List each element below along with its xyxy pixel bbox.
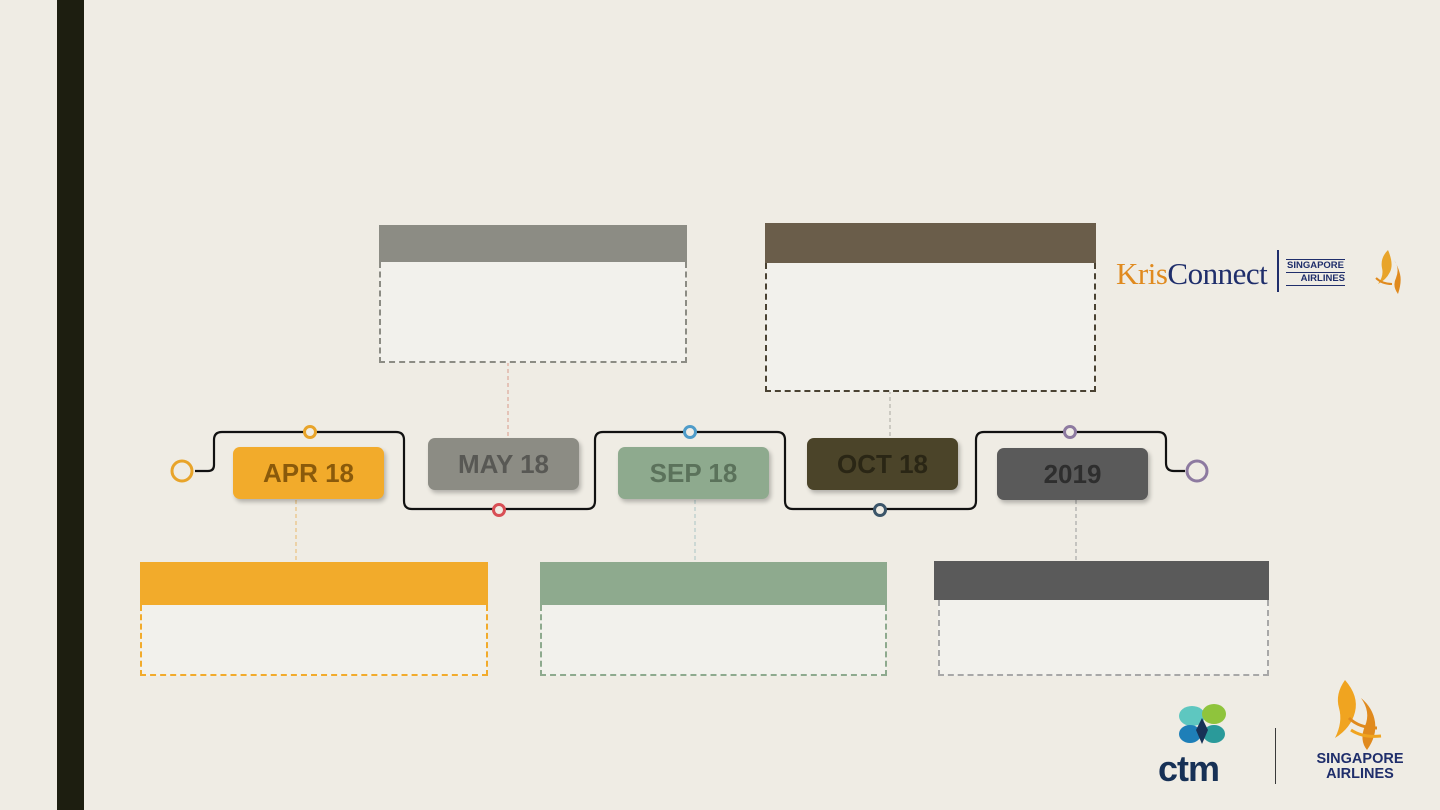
singapore-airlines-logo: SINGAPORE AIRLINES xyxy=(1305,678,1415,788)
callout-header xyxy=(379,225,687,262)
milestone-pill-may18[interactable]: MAY 18 xyxy=(428,438,579,490)
node-dot-may xyxy=(492,503,506,517)
milestone-pill-sep18[interactable]: SEP 18 xyxy=(618,447,769,499)
milestone-label: SEP 18 xyxy=(649,457,738,488)
timeline-start-circle xyxy=(170,459,194,483)
callout-sep18 xyxy=(540,562,887,676)
ctm-wordmark: ctm xyxy=(1158,748,1220,789)
node-dot-2019 xyxy=(1063,425,1077,439)
left-sidebar-bar xyxy=(57,0,84,810)
logo-divider xyxy=(1277,250,1279,292)
milestone-label: 2019 xyxy=(1043,458,1102,489)
milestone-label: OCT 18 xyxy=(836,448,929,479)
callout-header xyxy=(934,561,1269,600)
singapore-airlines-text: SINGAPORE AIRLINES xyxy=(1286,259,1346,286)
milestone-label: MAY 18 xyxy=(457,448,550,479)
callout-header xyxy=(140,562,488,605)
callout-body xyxy=(765,263,1096,392)
node-dot-apr xyxy=(303,425,317,439)
milestone-pill-2019[interactable]: 2019 xyxy=(997,448,1148,500)
node-dot-sep xyxy=(683,425,697,439)
milestone-pill-apr18[interactable]: APR 18 xyxy=(233,447,384,499)
callout-oct18 xyxy=(765,223,1096,392)
krisconnect-wordmark: KrisConnect xyxy=(1116,256,1268,291)
callout-apr18 xyxy=(140,562,488,676)
sia-bird-icon xyxy=(1375,250,1401,294)
ctm-butterfly-icon xyxy=(1179,704,1226,744)
callout-body xyxy=(540,605,887,676)
singapore-airlines-wordmark: SINGAPORE AIRLINES xyxy=(1316,751,1404,782)
sia-bird-icon xyxy=(1335,680,1382,750)
callout-2019 xyxy=(934,561,1269,676)
milestone-label: APR 18 xyxy=(262,457,355,488)
callout-body xyxy=(938,600,1269,676)
callout-body xyxy=(140,605,488,676)
callout-header xyxy=(540,562,887,605)
milestone-pill-oct18[interactable]: OCT 18 xyxy=(807,438,958,490)
node-dot-oct xyxy=(873,503,887,517)
callout-may18 xyxy=(379,225,687,363)
callout-body xyxy=(379,262,687,363)
timeline-end-circle xyxy=(1185,459,1209,483)
logo-divider xyxy=(1275,728,1276,784)
krisconnect-logo: KrisConnect SINGAPORE AIRLINES xyxy=(1116,248,1406,298)
callout-header xyxy=(765,223,1096,263)
ctm-logo: ctm xyxy=(1158,700,1248,789)
